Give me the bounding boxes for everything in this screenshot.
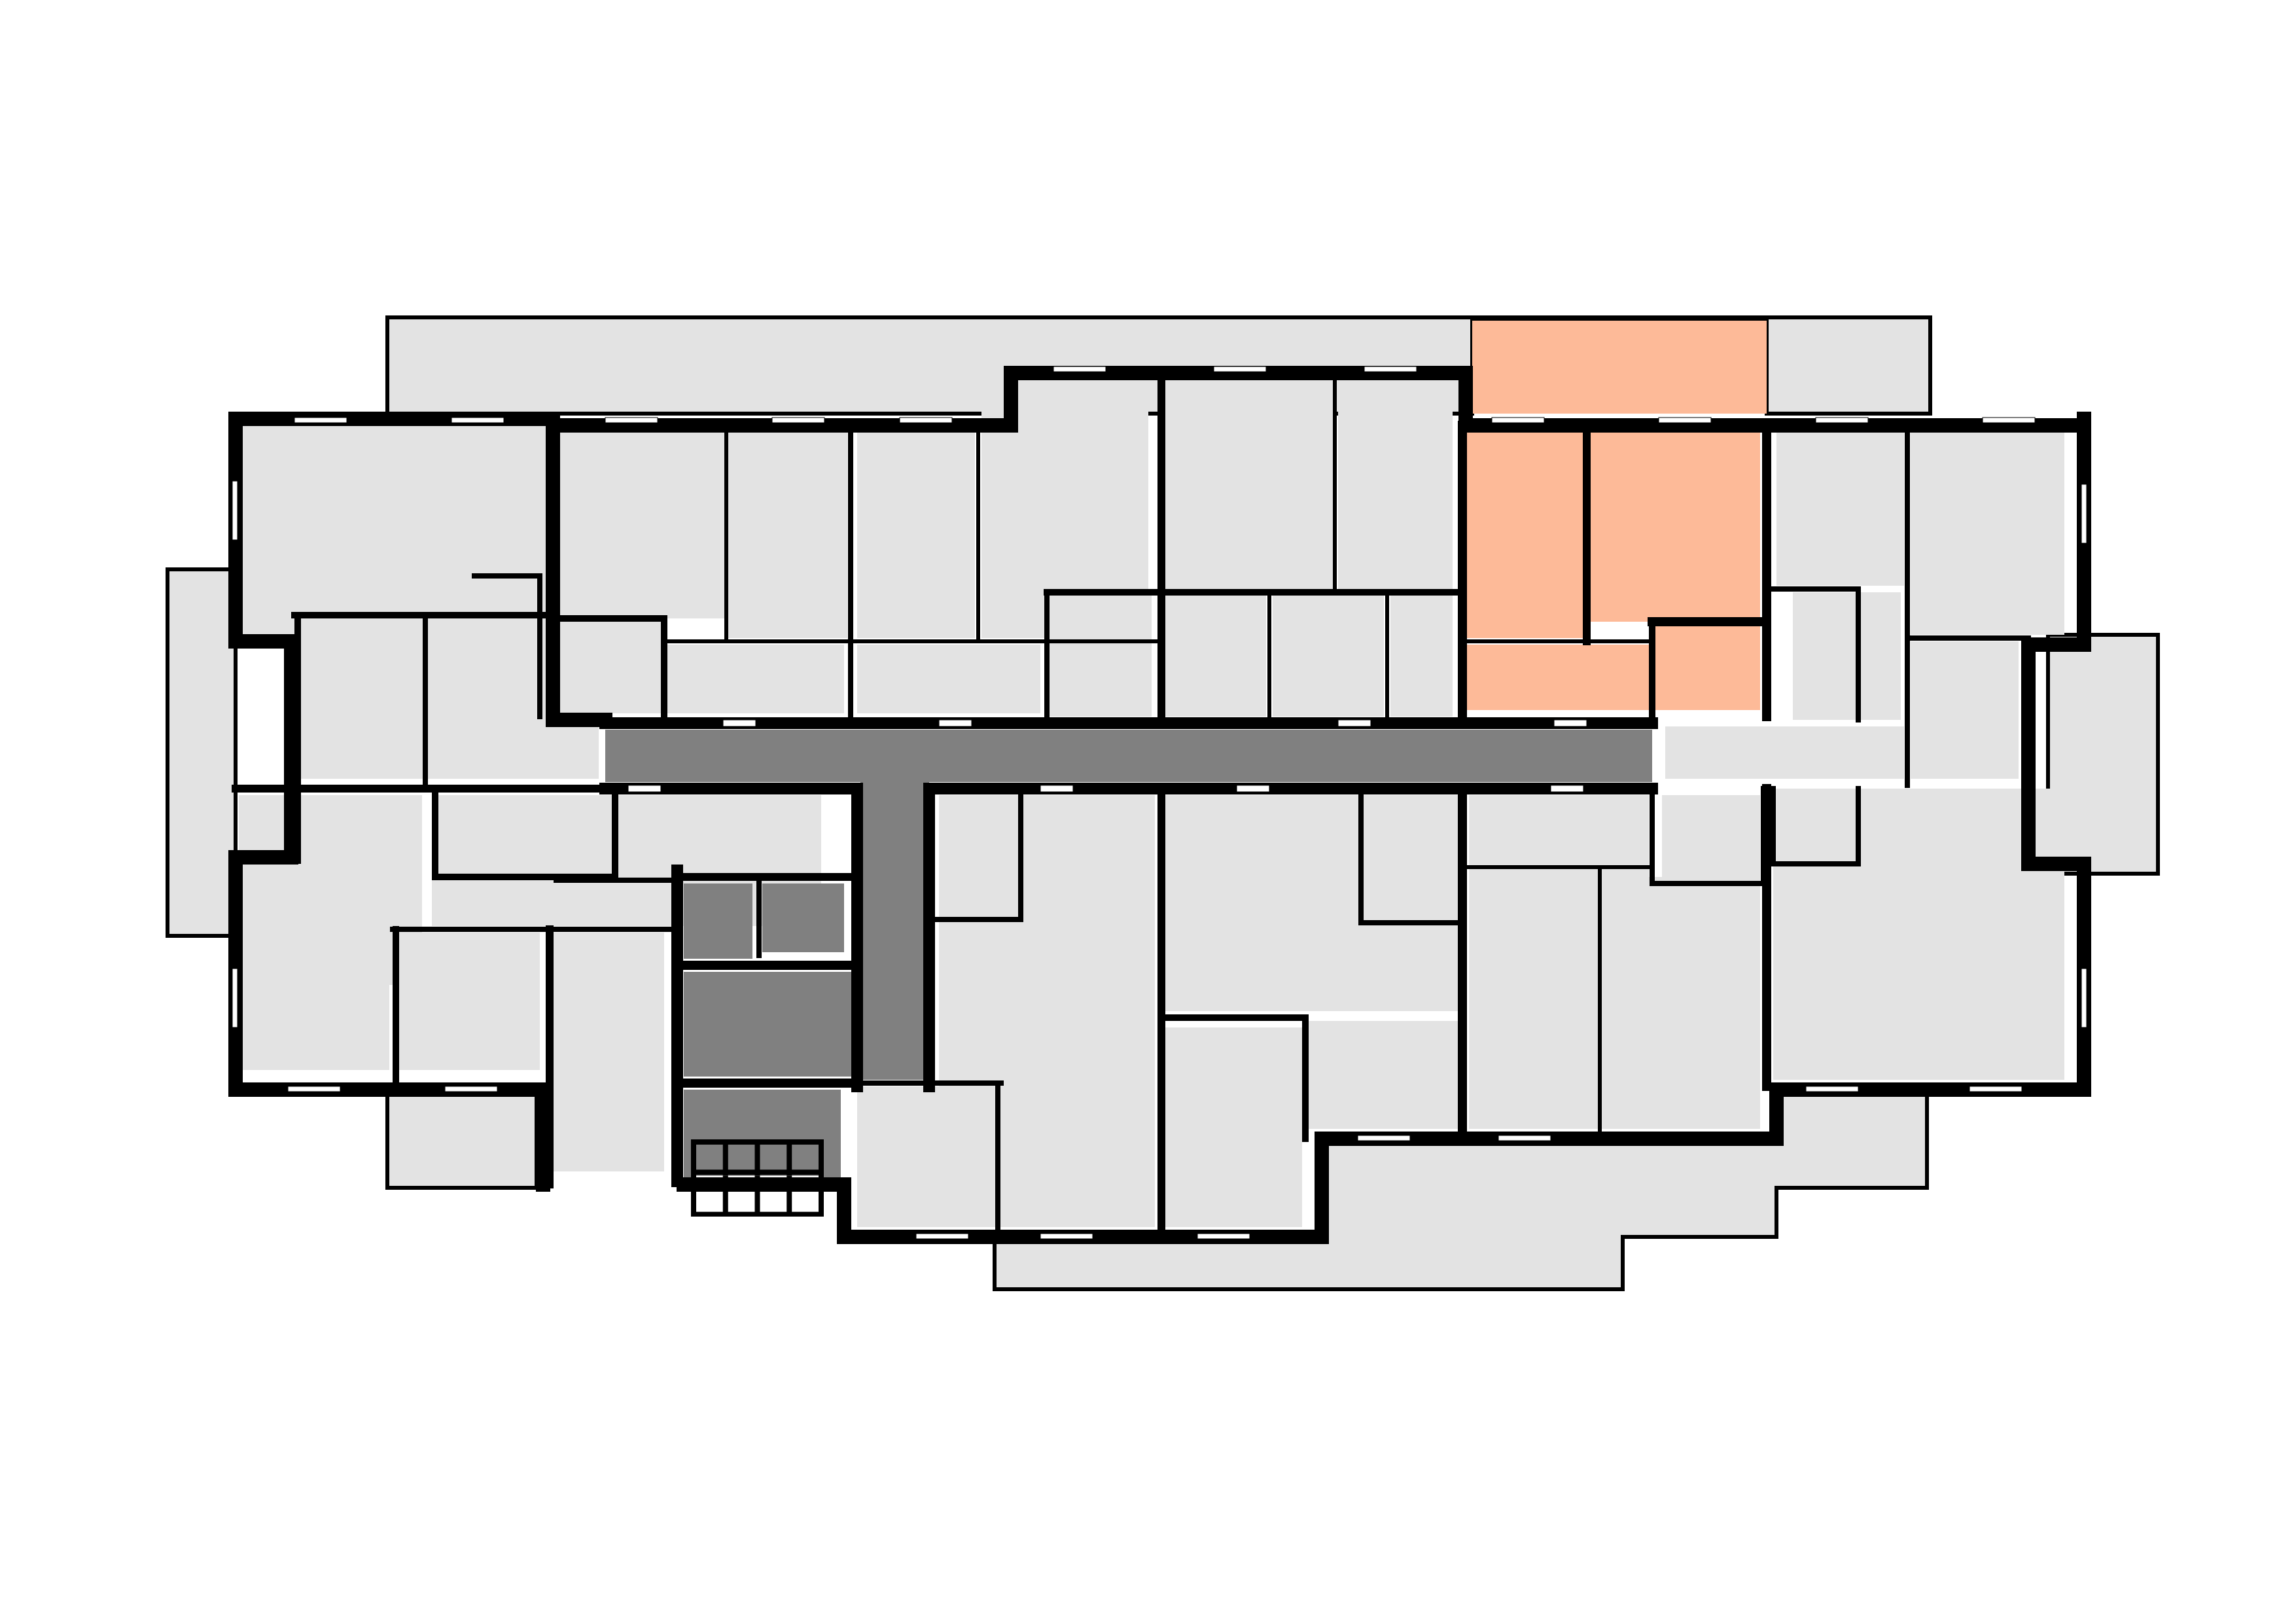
outer-north-mid	[546, 366, 2091, 433]
window-w21	[1197, 1233, 1250, 1240]
windows	[232, 366, 2087, 1240]
corridor-south-east	[923, 783, 1658, 1092]
outer-east	[2021, 412, 2091, 1097]
window-w20	[1040, 1233, 1093, 1240]
window-w7	[1213, 366, 1267, 372]
room-n-hall2	[667, 645, 844, 713]
ne-bath	[1771, 586, 1861, 722]
window-w11	[1815, 417, 1869, 423]
room-n2	[726, 429, 847, 638]
window-w28	[1337, 719, 1371, 727]
room-ne1	[1776, 432, 1904, 586]
se-h3	[927, 786, 1023, 922]
room-ne3	[1793, 592, 1901, 720]
window-w8	[1364, 366, 1417, 372]
room-ne4	[1911, 641, 2019, 779]
common-areas	[605, 730, 1652, 1178]
corridor	[605, 730, 1652, 1080]
unit-highlight-hall[interactable]	[1466, 645, 1649, 710]
balcony-bottom-left	[385, 1084, 539, 1190]
window-w25	[1969, 1086, 2022, 1092]
room-s3	[1165, 795, 1466, 1011]
window-w26	[722, 719, 756, 727]
lift-1	[684, 883, 752, 959]
rooms	[239, 380, 2064, 1227]
window-w33	[1550, 785, 1584, 793]
room-n9	[1273, 596, 1384, 717]
room-s2	[857, 1086, 1001, 1227]
window-w5	[899, 417, 953, 423]
window-w32	[1236, 785, 1270, 793]
room-n5	[1047, 592, 1152, 717]
stair	[684, 1090, 841, 1178]
window-w6	[1053, 366, 1106, 372]
window-w13	[232, 480, 238, 541]
se-h2	[1358, 793, 1462, 925]
stair-hall	[684, 972, 857, 1077]
se-box2	[1771, 786, 1861, 866]
window-w29	[1553, 719, 1587, 727]
unit-sw-hall	[432, 795, 821, 926]
window-w30	[627, 785, 662, 793]
window-w1	[294, 417, 347, 423]
nw-bath	[472, 573, 542, 719]
window-w22	[1357, 1135, 1411, 1141]
unit-highlight-bath[interactable]	[1655, 625, 1760, 710]
room-s4	[1165, 1027, 1302, 1227]
room-ne2	[1911, 432, 2064, 635]
window-w4	[771, 417, 825, 423]
window-w24	[1805, 1086, 1859, 1092]
room-s7	[1606, 877, 1760, 1129]
window-w23	[1498, 1135, 1551, 1141]
room-n-hall3	[857, 645, 1040, 713]
room-n-hall1	[553, 622, 661, 713]
room-n3	[857, 429, 975, 638]
unit-nw-bed	[298, 615, 425, 779]
window-w10	[1658, 417, 1712, 423]
room-n7	[1338, 380, 1453, 589]
window-w12	[1982, 417, 2036, 423]
window-w18	[444, 1086, 498, 1092]
sw-room	[432, 792, 618, 880]
room-se2	[1773, 789, 2064, 1080]
outer-south-east	[677, 1082, 2091, 1244]
window-w2	[451, 417, 504, 423]
se-h1	[1161, 1014, 1309, 1142]
window-w14	[232, 968, 238, 1028]
room-ne-hall	[1665, 726, 1904, 779]
window-w15	[2081, 484, 2087, 544]
room-s5	[1309, 1021, 1466, 1129]
unit-sw-room2	[553, 933, 664, 1171]
balconies	[166, 315, 2160, 1291]
room-n1	[553, 429, 726, 618]
window-w3	[605, 417, 658, 423]
window-w31	[1040, 785, 1074, 793]
window-w27	[938, 719, 972, 727]
room-n8	[1165, 596, 1266, 717]
room-n6	[1165, 380, 1335, 589]
walls	[228, 366, 2091, 1244]
window-w9	[1491, 417, 1545, 423]
unit-highlight-bed1[interactable]	[1466, 432, 1583, 638]
room-se1	[1662, 795, 1760, 877]
window-w17	[287, 1086, 341, 1092]
window-w16	[2081, 968, 2087, 1028]
outer-west	[228, 412, 298, 1097]
unit-sw-room1	[399, 933, 540, 1070]
n-h1	[553, 615, 667, 720]
balcony-left	[166, 567, 238, 938]
unit-highlight-bed2[interactable]	[1590, 432, 1760, 622]
window-w19	[915, 1233, 969, 1240]
lift-2	[762, 883, 844, 952]
balcony-right	[2046, 633, 2160, 876]
balcony-top-highlight	[1472, 321, 1767, 414]
room-n10	[1390, 596, 1453, 717]
